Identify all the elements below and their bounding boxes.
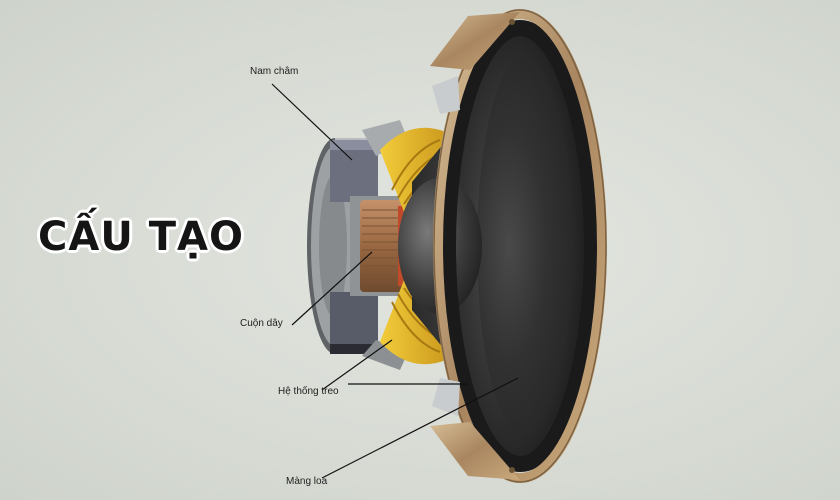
magnet-block-bottom (330, 292, 378, 354)
leader-lines (271, 83, 519, 479)
suspension-label: Hệ thống treo (278, 386, 339, 397)
speaker-frame (430, 9, 607, 483)
magnet-label: Nam châm (250, 66, 299, 77)
voice-coil (360, 200, 406, 292)
voice-coil-label: Cuộn dây (240, 318, 283, 329)
coil-leader (291, 251, 373, 326)
cone-label: Màng loa (286, 476, 328, 487)
magnet-leader (271, 83, 353, 161)
cone-leader (321, 377, 519, 479)
page-title: CẤU TẠO (38, 214, 244, 260)
magnet-block-top (330, 140, 378, 202)
suspension-leader-1 (321, 339, 393, 391)
magnet-assembly (307, 120, 408, 370)
